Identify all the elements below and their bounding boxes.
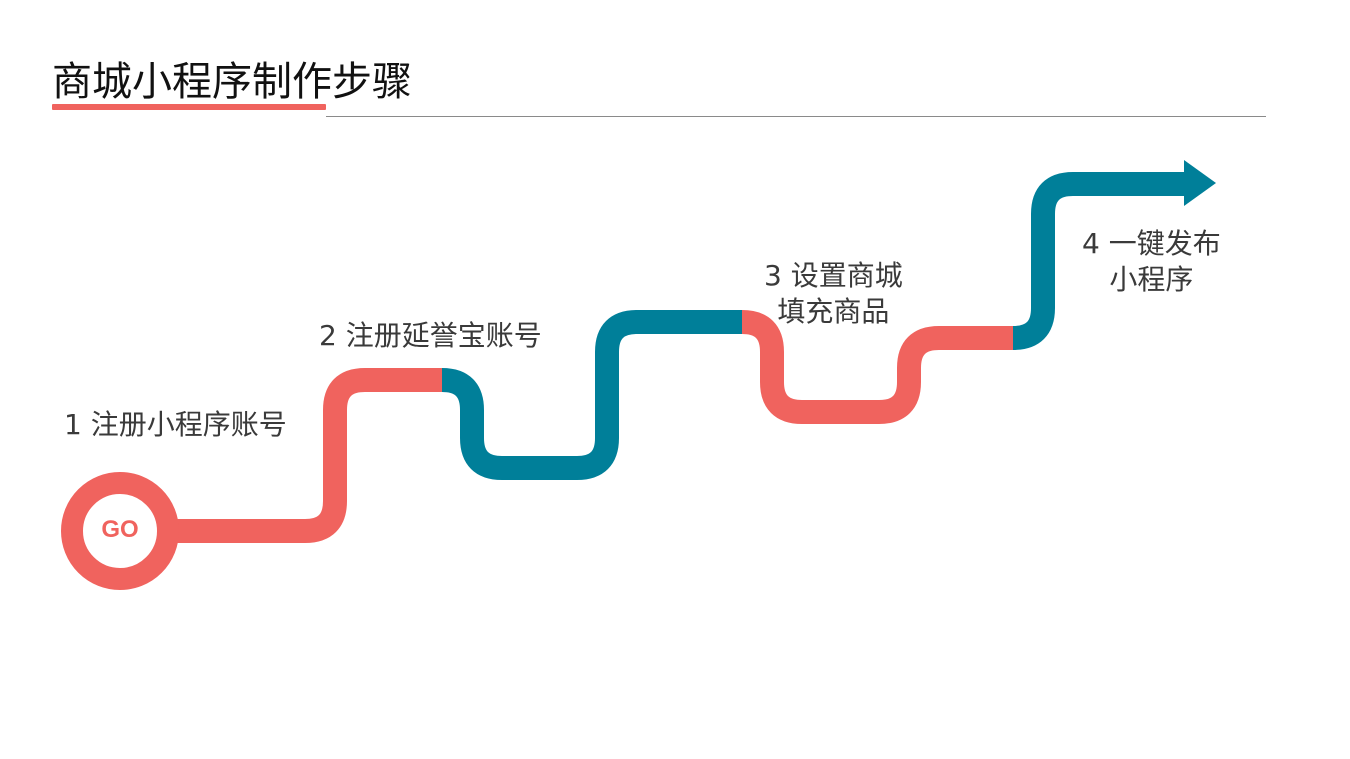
step-4-label: 4 一键发布 小程序 bbox=[1082, 226, 1221, 298]
step-4-text-1: 一键发布 bbox=[1108, 227, 1221, 260]
step-1-label: 1 注册小程序账号 bbox=[64, 407, 287, 443]
step-1-line-1: 1 注册小程序账号 bbox=[64, 407, 287, 443]
step-2-label: 2 注册延誉宝账号 bbox=[319, 318, 542, 354]
step-3-text-1: 设置商城 bbox=[790, 259, 903, 292]
step-2-line-1: 2 注册延誉宝账号 bbox=[319, 318, 542, 354]
step-2-text: 注册延誉宝账号 bbox=[345, 319, 542, 352]
step-2-number: 2 bbox=[319, 319, 337, 352]
step-1-text: 注册小程序账号 bbox=[90, 408, 287, 441]
step-3-label: 3 设置商城 填充商品 bbox=[764, 258, 903, 330]
title-divider bbox=[326, 116, 1266, 117]
step-3-line-1: 3 设置商城 bbox=[764, 258, 903, 294]
page-title: 商城小程序制作步骤 bbox=[52, 59, 412, 105]
go-start-circle bbox=[61, 472, 179, 590]
arrow-head-icon bbox=[1184, 160, 1216, 206]
step-1-number: 1 bbox=[64, 408, 82, 441]
step-3-line-2: 填充商品 bbox=[777, 295, 890, 328]
step-4-number: 4 bbox=[1082, 227, 1100, 260]
title-underline-accent bbox=[52, 104, 326, 110]
step-3-number: 3 bbox=[764, 259, 782, 292]
path-segment-2 bbox=[441, 310, 742, 480]
path-segment-4 bbox=[1012, 172, 1185, 350]
step-4-line-2: 小程序 bbox=[1109, 263, 1194, 296]
step-4-line-1: 4 一键发布 bbox=[1082, 226, 1221, 262]
path-segment-3 bbox=[741, 310, 1013, 424]
path-segment-1 bbox=[175, 368, 442, 543]
go-label: GO bbox=[101, 516, 139, 543]
